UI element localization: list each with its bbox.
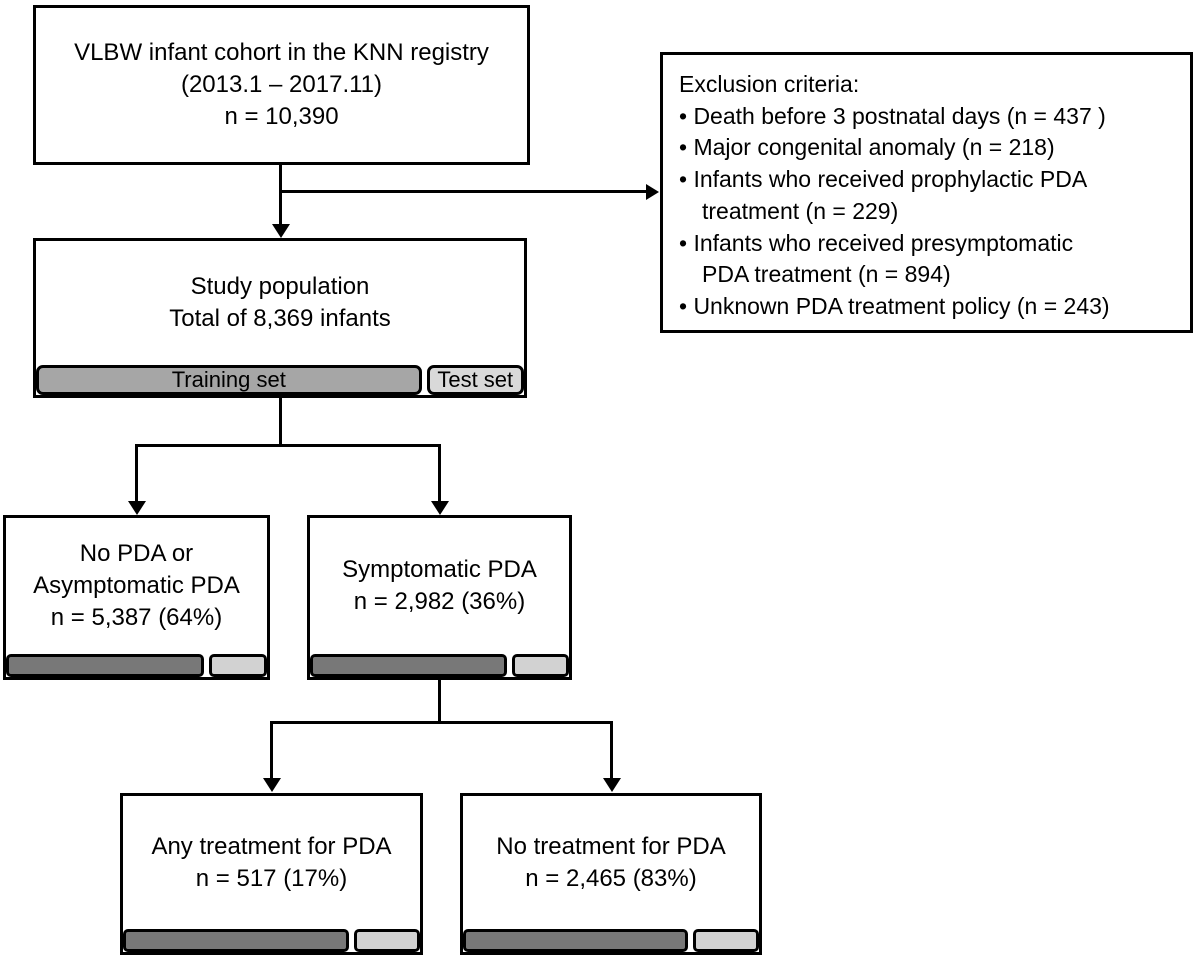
any-treatment-box: Any treatment for PDA n = 517 (17%) bbox=[120, 793, 423, 955]
arrowhead-into-study-box bbox=[272, 224, 290, 238]
exclusion-item-unknown: • Unknown PDA treatment policy (n = 243) bbox=[679, 293, 1110, 320]
no-treatment-box: No treatment for PDA n = 2,465 (83%) bbox=[460, 793, 762, 955]
any-treatment-line-1: Any treatment for PDA bbox=[151, 832, 392, 860]
any-treatment-test-subset-bar bbox=[353, 929, 420, 952]
any-treatment-text: Any treatment for PDA n = 517 (17%) bbox=[123, 796, 420, 929]
no-pda-training-subset-bar bbox=[6, 654, 205, 677]
train-test-split-row: Training set Test set bbox=[36, 365, 524, 395]
test-set-bar: Test set bbox=[426, 365, 524, 395]
cohort-line-1: VLBW infant cohort in the KNN registry bbox=[74, 39, 489, 67]
study-population-box: Study population Total of 8,369 infants … bbox=[33, 238, 527, 398]
symptomatic-training-subset-bar bbox=[310, 654, 507, 677]
connector-symptomatic-stem-line bbox=[438, 680, 441, 724]
no-treatment-line-2: n = 2,465 (83%) bbox=[525, 864, 697, 892]
connector-study-stem-line bbox=[279, 398, 282, 447]
symptomatic-test-subset-bar bbox=[511, 654, 569, 677]
test-set-label: Test set bbox=[437, 367, 514, 392]
any-treatment-training-subset-bar bbox=[123, 929, 349, 952]
no-treatment-test-subset-bar bbox=[692, 929, 759, 952]
arrowhead-into-no-pda-box bbox=[128, 501, 146, 515]
connector-to-no-pda-line bbox=[135, 444, 138, 501]
connector-to-any-treatment-line bbox=[270, 721, 273, 778]
any-treatment-split-row bbox=[123, 929, 420, 952]
no-pda-line-1: No PDA or bbox=[79, 540, 194, 568]
exclusion-item-anomaly: • Major congenital anomaly (n = 218) bbox=[679, 134, 1055, 161]
cohort-line-3: n = 10,390 bbox=[224, 102, 339, 130]
no-pda-box: No PDA or Asymptomatic PDA n = 5,387 (64… bbox=[3, 515, 270, 680]
connector-to-no-treatment-line bbox=[610, 721, 613, 778]
symptomatic-pda-line-2: n = 2,982 (36%) bbox=[353, 588, 526, 615]
no-treatment-text: No treatment for PDA n = 2,465 (83%) bbox=[463, 796, 759, 929]
no-pda-test-subset-bar bbox=[209, 654, 267, 677]
cohort-line-2: (2013.1 – 2017.11) bbox=[180, 71, 383, 99]
connector-symptomatic-branch-line bbox=[270, 721, 613, 724]
connector-study-branch-line bbox=[135, 444, 441, 447]
exclusion-box: Exclusion criteria: • Death before 3 pos… bbox=[660, 52, 1193, 333]
cohort-box: VLBW infant cohort in the KNN registry (… bbox=[33, 5, 530, 165]
exclusion-item-presymptomatic: • Infants who received presymptomatic bbox=[679, 229, 1074, 256]
exclusion-box-text: Exclusion criteria: • Death before 3 pos… bbox=[663, 55, 1190, 333]
connector-to-exclusion-line bbox=[280, 190, 646, 193]
no-pda-text: No PDA or Asymptomatic PDA n = 5,387 (64… bbox=[6, 518, 267, 654]
exclusion-item-death: • Death before 3 postnatal days (n = 437… bbox=[679, 102, 1106, 129]
arrowhead-into-exclusion-box bbox=[646, 184, 659, 200]
exclusion-item-prophylactic-cont: treatment (n = 229) bbox=[702, 197, 899, 224]
symptomatic-split-row bbox=[310, 654, 569, 677]
no-pda-line-3: n = 5,387 (64%) bbox=[50, 603, 223, 631]
study-population-text: Study population Total of 8,369 infants bbox=[36, 241, 524, 375]
arrowhead-into-no-treatment-box bbox=[603, 778, 621, 792]
symptomatic-pda-line-1: Symptomatic PDA bbox=[342, 556, 537, 584]
no-treatment-split-row bbox=[463, 929, 759, 952]
training-set-bar: Training set bbox=[36, 365, 422, 395]
symptomatic-pda-box: Symptomatic PDA n = 2,982 (36%) bbox=[307, 515, 572, 680]
no-treatment-line-1: No treatment for PDA bbox=[496, 832, 726, 860]
study-population-line-2: Total of 8,369 infants bbox=[169, 305, 391, 332]
connector-to-symptomatic-line bbox=[438, 444, 441, 501]
exclusion-item-prophylactic: • Infants who received prophylactic PDA bbox=[679, 166, 1088, 193]
arrowhead-into-symptomatic-box bbox=[431, 501, 449, 515]
training-set-label: Training set bbox=[171, 367, 286, 392]
no-treatment-training-subset-bar bbox=[463, 929, 688, 952]
cohort-box-text: VLBW infant cohort in the KNN registry (… bbox=[36, 8, 527, 162]
symptomatic-pda-text: Symptomatic PDA n = 2,982 (36%) bbox=[310, 518, 569, 654]
study-population-line-1: Study population bbox=[190, 273, 370, 301]
connector-cohort-to-study-line bbox=[279, 165, 282, 224]
any-treatment-line-2: n = 517 (17%) bbox=[195, 864, 348, 892]
exclusion-title: Exclusion criteria: bbox=[679, 71, 860, 97]
exclusion-item-presymptomatic-cont: PDA treatment (n = 894) bbox=[702, 261, 951, 288]
no-pda-split-row bbox=[6, 654, 267, 677]
arrowhead-into-any-treatment-box bbox=[263, 778, 281, 792]
no-pda-line-2: Asymptomatic PDA bbox=[33, 572, 240, 600]
